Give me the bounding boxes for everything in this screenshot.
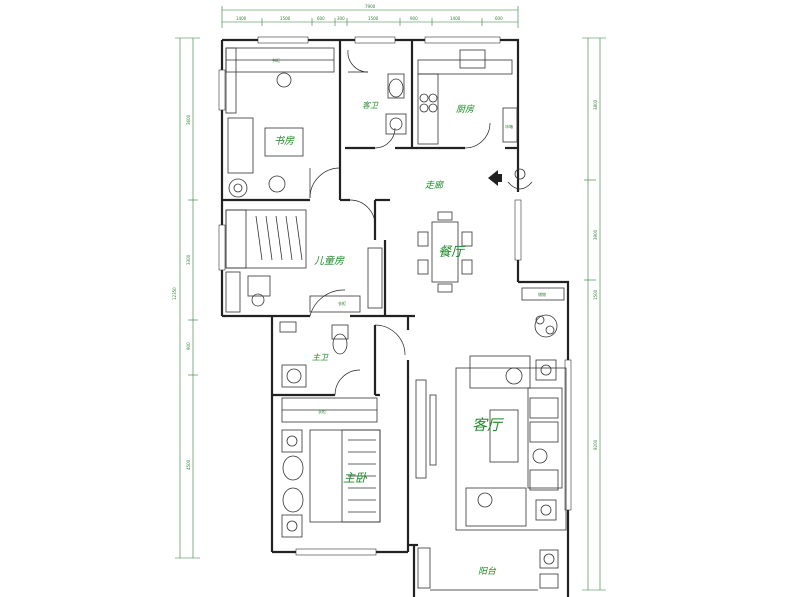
dim-top-seg: 600	[495, 16, 503, 21]
room-labels: 书房 客卫 厨房 走廊 儿童房 餐厅 主卫 客厅 主卧 阳台	[274, 101, 505, 577]
dim-right-seg: 1500	[593, 289, 598, 300]
furniture	[225, 47, 567, 589]
dim-top-seg: 1500	[368, 16, 379, 21]
room-label-study: 书房	[274, 135, 295, 147]
windows	[218, 36, 572, 556]
dim-left-seg: 900	[186, 342, 191, 350]
room-label-kids-room: 儿童房	[314, 255, 345, 267]
dim-top-seg: 1400	[450, 16, 461, 21]
room-label-dining: 餐厅	[438, 245, 466, 260]
room-label-master-bath: 主卫	[312, 353, 329, 362]
bookshelf-label: 书柜	[272, 57, 280, 63]
room-label-living: 客厅	[472, 416, 505, 434]
dim-top-total: 7900	[365, 4, 376, 9]
dim-left-seg: 3600	[186, 114, 191, 125]
dim-left-seg: 4500	[186, 459, 191, 470]
dim-left-total: 12350	[172, 287, 177, 300]
room-label-balcony: 阳台	[478, 566, 497, 577]
room-label-corridor: 走廊	[425, 180, 445, 191]
dim-top-seg: 1500	[280, 16, 291, 21]
dim-top-seg: 900	[410, 16, 418, 21]
storage-label: 储物	[538, 291, 546, 297]
dim-top-seg: 1400	[236, 16, 247, 21]
dim-left-seg: 3300	[186, 254, 191, 265]
room-label-guest-bath: 客卫	[362, 101, 379, 110]
doors	[309, 49, 491, 396]
room-label-kitchen: 厨房	[456, 104, 475, 115]
dim-right-seg: 3900	[593, 229, 598, 240]
walls	[220, 38, 570, 597]
dimension-lines: 7900 1400 1500 600 300 1500 900 1400 600…	[172, 4, 606, 591]
small-labels: 书柜 衣柜 衣柜 冰箱 储物	[272, 57, 546, 414]
dim-top-seg: 300	[337, 16, 345, 21]
room-label-master-bedroom: 主卧	[343, 471, 368, 485]
kids-wardrobe-label: 衣柜	[338, 300, 346, 306]
dim-right-total: 9200	[593, 439, 598, 450]
dim-right-seg: 3800	[593, 99, 598, 110]
fridge-label: 冰箱	[505, 123, 513, 129]
master-wardrobe-label: 衣柜	[318, 408, 326, 414]
dim-top-seg: 600	[317, 16, 325, 21]
